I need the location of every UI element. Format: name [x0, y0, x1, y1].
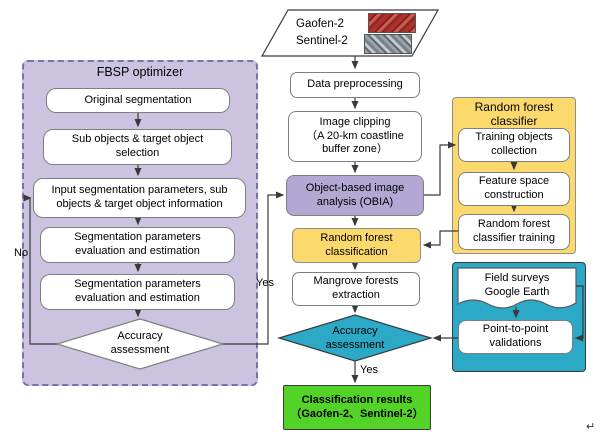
- data-preprocessing-box: Data preprocessing: [290, 72, 420, 98]
- accuracy-assessment-diamond: Accuracy assessment: [325, 325, 385, 351]
- input-parameters-box: Input segmentation parameters, sub objec…: [33, 178, 246, 218]
- rf-classification-box: Random forest classification: [292, 228, 421, 263]
- sub-objects-selection-box: Sub objects & target object selection: [43, 129, 232, 165]
- parameters-evaluation-box-1: Segmentation parameters evaluation and e…: [40, 227, 235, 263]
- classification-results-box: Classification results （Gaofen-2、Sentine…: [283, 385, 431, 430]
- point-validations-box: Point-to-point validations: [458, 320, 573, 354]
- gaofen-2-thumbnail: [368, 13, 416, 33]
- yes-label-bottom: Yes: [360, 364, 378, 376]
- obia-box: Object-based image analysis (OBIA): [286, 175, 424, 216]
- yes-label-left: Yes: [256, 277, 274, 289]
- return-mark: ↵: [586, 421, 596, 433]
- sentinel-2-thumbnail: [364, 34, 412, 54]
- parameters-evaluation-box-2: Segmentation parameters evaluation and e…: [40, 274, 235, 310]
- rf-classifier-training-box: Random forest classifier training: [458, 214, 570, 250]
- training-objects-box: Training objects collection: [458, 128, 570, 162]
- feature-space-box: Feature space construction: [458, 172, 570, 206]
- image-clipping-box: Image clipping （A 20-km coastline buffer…: [288, 111, 422, 162]
- fbsp-accuracy-assessment-diamond: Accuracy assessment: [110, 330, 170, 356]
- no-label: No: [14, 247, 29, 259]
- fbsp-panel-title: FBSP optimizer: [96, 65, 184, 79]
- field-surveys-box: Field surveys Google Earth: [484, 272, 550, 298]
- mangrove-extraction-box: Mangrove forests extraction: [292, 272, 420, 306]
- rf-panel-title: Random forest classifier: [474, 100, 554, 129]
- original-segmentation-box: Original segmentation: [46, 88, 230, 113]
